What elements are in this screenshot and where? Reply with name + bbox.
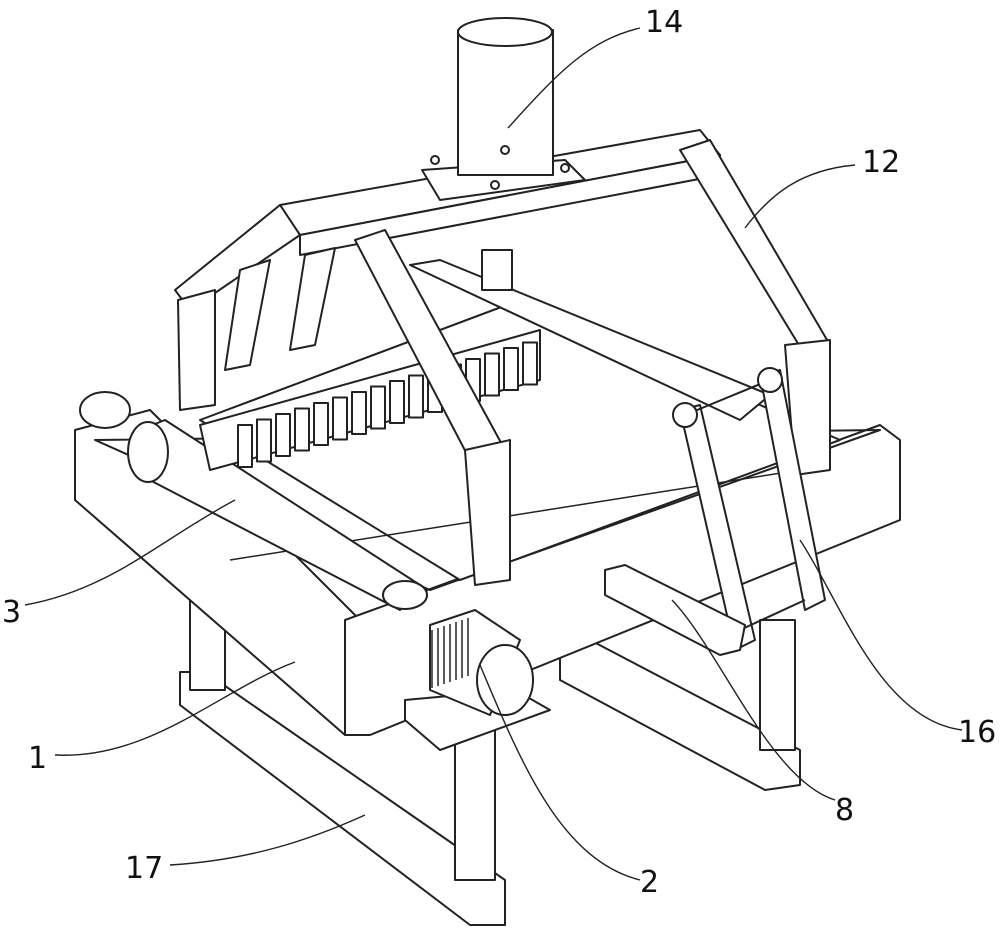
brush-roller [390, 381, 404, 423]
brush-roller [257, 420, 271, 462]
brush-roller [238, 425, 252, 467]
brush-roller [409, 376, 423, 418]
brush-roller [276, 414, 290, 456]
brush-roller [371, 387, 385, 429]
brush-roller [295, 409, 309, 451]
brush-roller [333, 398, 347, 440]
brush-roller [504, 348, 518, 390]
label-17-base: 17 [125, 851, 163, 886]
label-16-linkage: 16 [958, 715, 996, 750]
brush-roller [314, 403, 328, 445]
label-3-roller: 3 [2, 595, 21, 630]
label-12-top-frame: 12 [862, 145, 900, 180]
brush-roller [523, 343, 537, 385]
brush-roller [485, 354, 499, 396]
label-2-motor: 2 [640, 865, 659, 900]
brush-roller [352, 392, 366, 434]
label-1-frame: 1 [28, 741, 47, 776]
label-14-cylinder: 14 [645, 5, 683, 40]
label-8-lever: 8 [835, 793, 854, 828]
